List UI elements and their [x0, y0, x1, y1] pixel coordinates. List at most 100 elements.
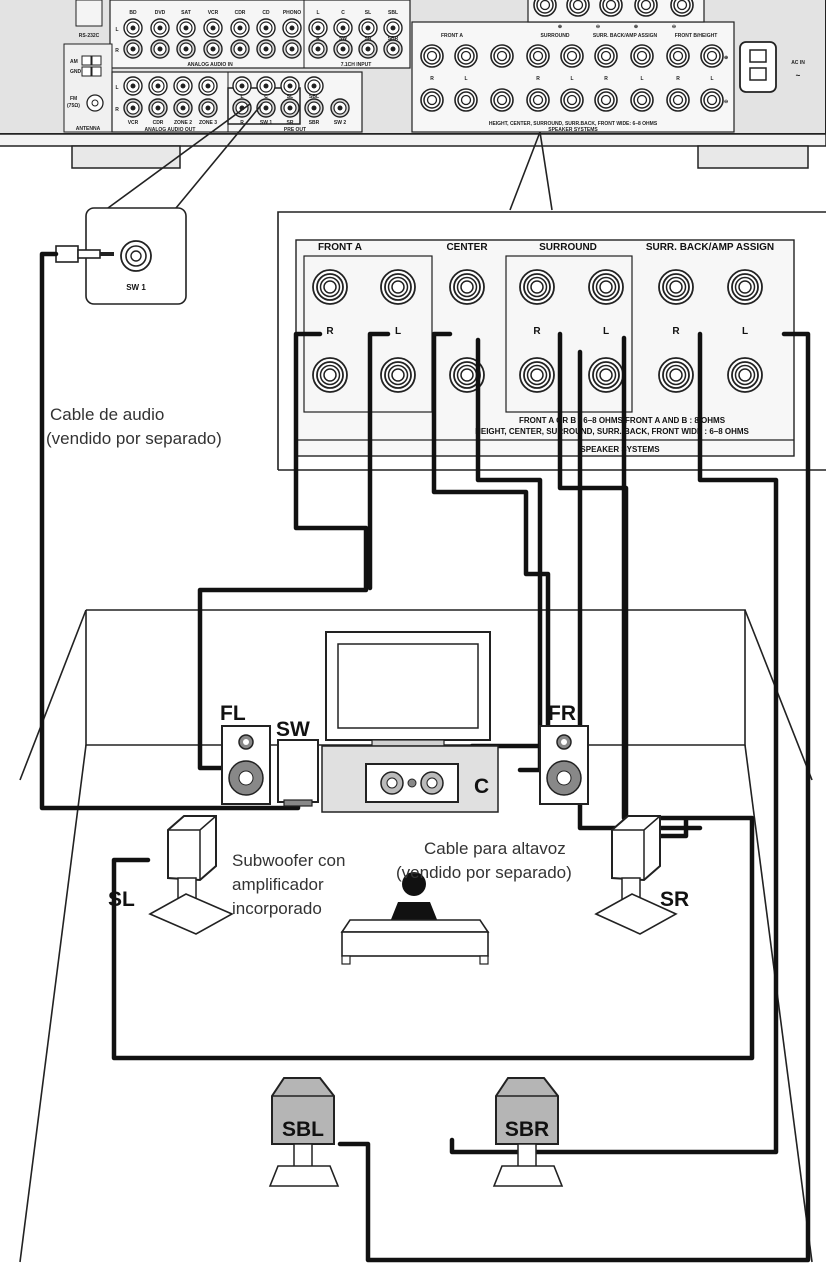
- caption-subwoofer-3: incorporado: [232, 899, 322, 918]
- analog-in-r: R: [115, 48, 119, 54]
- fm-ohm-label: (75Ω): [67, 103, 80, 109]
- listener-couch: [340, 872, 490, 965]
- sw1-label: SW 1: [126, 283, 146, 292]
- ch71-r-label-2: SR: [365, 36, 372, 42]
- rx-spk-top-1: SURROUND: [541, 33, 570, 39]
- label-sw: SW: [276, 718, 310, 741]
- ch71-label-2: SL: [365, 10, 371, 16]
- analog-out-r: R: [115, 107, 119, 113]
- minus-symbol-2: ⊖: [672, 24, 676, 30]
- ch71-title: 7.1CH INPUT: [341, 62, 372, 68]
- caption-audio-cable-2: (vendido por separado): [46, 429, 222, 448]
- callout-header-front-a: FRONT A: [318, 242, 362, 253]
- rx-l-3: L: [710, 76, 713, 82]
- preout-bottom-3: SBR: [309, 120, 320, 126]
- surround-right-speaker: [594, 815, 678, 935]
- analog-out-l: L: [115, 85, 118, 91]
- rx-spk-top-0: FRONT A: [441, 33, 463, 39]
- out-label-1: CDR: [153, 120, 164, 126]
- rx-l-1: L: [570, 76, 573, 82]
- plus-symbol-3: ⊕: [724, 55, 728, 61]
- in-label-6: PHONO: [283, 10, 301, 16]
- analog-in-l: L: [115, 27, 118, 33]
- preout-title: PRE OUT: [284, 127, 306, 133]
- fm-label: FM: [70, 96, 77, 102]
- ch-label-back-l: L: [742, 326, 748, 337]
- caption-audio-cable-1: Cable de audio: [50, 405, 164, 424]
- ac-in-label: AC IN: [791, 60, 805, 66]
- ch71-r-label-1: SW: [339, 36, 347, 42]
- in-label-1: DVD: [155, 10, 166, 16]
- preout-bottom-1: SW 1: [260, 120, 272, 126]
- plus-symbol-2: ⊕: [634, 24, 638, 30]
- ch-label-back-r: R: [672, 326, 680, 337]
- out-label-3: ZONE 3: [199, 120, 217, 126]
- callout-line-sw-left: [107, 103, 251, 209]
- label-fr: FR: [548, 702, 576, 725]
- caption-subwoofer-2: amplificador: [232, 875, 324, 894]
- in-label-5: CD: [262, 10, 270, 16]
- ch71-label-3: SBL: [388, 10, 398, 16]
- minus-symbol-1: ⊖: [596, 24, 600, 30]
- label-c: C: [474, 775, 489, 798]
- room-outline: [19, 609, 813, 1263]
- surround-left-speaker: [148, 815, 234, 935]
- callout-line-sw-right: [175, 103, 263, 209]
- antenna-title: ANTENNA: [76, 126, 101, 132]
- receiver-rear-panel: RS-232C BD DVD SAT VCR CDR CD PHONO L C …: [0, 0, 826, 169]
- rx-spk-footer: HEIGHT, CENTER, SURROUND, SURR.BACK, FRO…: [489, 121, 658, 127]
- in-label-0: BD: [129, 10, 137, 16]
- rx-l-2: L: [640, 76, 643, 82]
- am-label: AM: [70, 59, 78, 65]
- subwoofer: [277, 739, 319, 807]
- front-left-speaker: [221, 725, 271, 805]
- ch71-r-label-0: R: [316, 36, 320, 42]
- label-sbl: SBL: [282, 1118, 324, 1141]
- rx-r-3: R: [676, 76, 680, 82]
- preout-bottom-0: R: [240, 120, 244, 126]
- rx-spk-top-3: FRONT B/HEIGHT: [675, 33, 718, 39]
- caption-speaker-cable-1: Cable para altavoz: [424, 839, 566, 858]
- callout-header-surr-back: SURR. BACK/AMP ASSIGN: [646, 242, 774, 253]
- analog-in-title: ANALOG AUDIO IN: [187, 62, 233, 68]
- surround-back-left-speaker: [268, 1077, 340, 1187]
- preout-bottom-4: SW 2: [334, 120, 346, 126]
- ch-label-front-l: L: [395, 326, 401, 337]
- label-sr: SR: [660, 888, 689, 911]
- rx-l-0: L: [464, 76, 467, 82]
- ch-label-surround-r: R: [533, 326, 541, 337]
- impedance-line-2: HEIGHT, CENTER, SURROUND, SURR. BACK, FR…: [475, 427, 749, 436]
- out-label-2: ZONE 2: [174, 120, 192, 126]
- label-fl: FL: [220, 702, 246, 725]
- gnd-label: GND: [70, 69, 82, 75]
- preout-top-0: L: [240, 94, 243, 100]
- surround-back-right-speaker: [492, 1077, 564, 1187]
- ch-label-front-r: R: [326, 326, 334, 337]
- in-label-4: CDR: [235, 10, 246, 16]
- speaker-terminals-callout: FRONT A CENTER SURROUND SURR. BACK/AMP A…: [277, 211, 826, 471]
- label-sl: SL: [108, 888, 135, 911]
- preout-top-3: SBL: [309, 94, 319, 100]
- in-label-3: VCR: [208, 10, 219, 16]
- in-label-2: SAT: [181, 10, 191, 16]
- rs232c-label: RS-232C: [79, 33, 100, 39]
- plus-symbol-1: ⊕: [558, 24, 562, 30]
- preout-top-2: SL: [287, 94, 293, 100]
- rx-spk-top-2: SURR. BACK/AMP ASSIGN: [593, 33, 658, 39]
- ch-label-surround-l: L: [603, 326, 609, 337]
- label-sbr: SBR: [505, 1118, 549, 1141]
- rx-r-0: R: [430, 76, 434, 82]
- preout-bottom-2: SR: [287, 120, 294, 126]
- caption-subwoofer-1: Subwoofer con: [232, 851, 345, 870]
- analog-out-title: ANALOG AUDIO OUT: [145, 127, 196, 133]
- rx-r-1: R: [536, 76, 540, 82]
- callout-speaker-title: SPEAKER SYSTEMS: [580, 445, 660, 454]
- ch71-label-0: L: [316, 10, 319, 16]
- callout-header-center: CENTER: [446, 242, 488, 253]
- callout-line-spk-right: [539, 131, 553, 211]
- out-label-0: VCR: [128, 120, 139, 126]
- ch71-r-label-3: SBR: [388, 36, 399, 42]
- callout-header-surround: SURROUND: [539, 242, 597, 253]
- minus-symbol-3: ⊖: [724, 99, 728, 105]
